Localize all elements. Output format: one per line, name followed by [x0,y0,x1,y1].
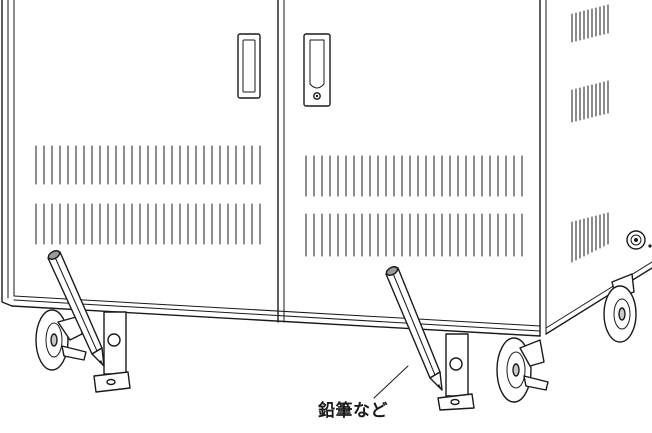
pencil-right-icon [385,266,443,391]
door-handle-right-with-lock [303,33,331,107]
vent-slots-right [305,155,523,257]
vent-slots-side [571,4,609,263]
caster-front-right [496,337,549,403]
callout-label: 鉛筆など [318,401,388,421]
pencil-left-icon [47,250,105,367]
vent-slots-left [35,145,261,245]
caster-rear-side [603,273,637,343]
leveler-foot-right [437,333,475,411]
door-handle-left [237,33,261,99]
power-inlet-icon [626,230,652,250]
callout-leader-line [373,365,409,399]
cabinet-body [1,0,652,337]
leveler-foot-left [93,311,131,393]
caster-front-left [35,309,87,371]
